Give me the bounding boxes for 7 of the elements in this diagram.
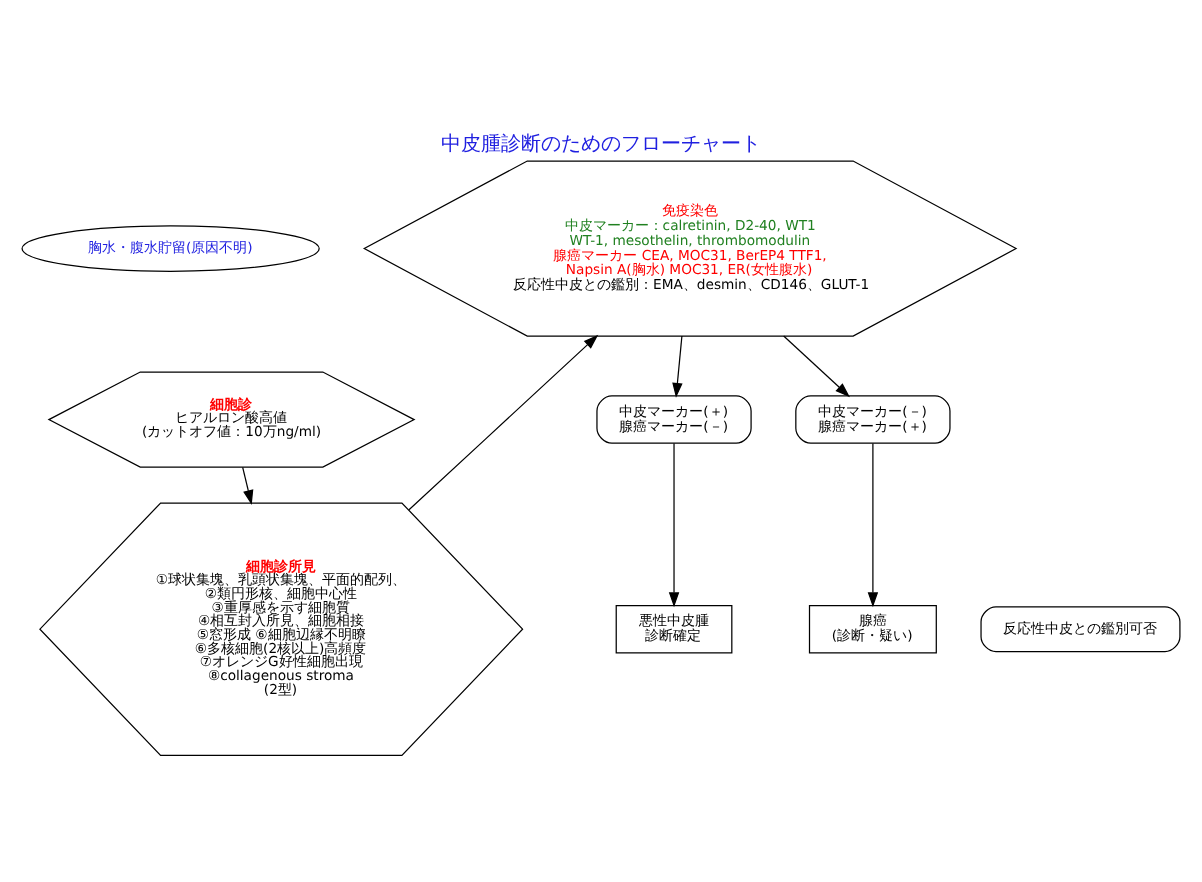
arrow — [867, 441, 879, 607]
arrow — [408, 333, 599, 510]
arrow — [668, 441, 680, 607]
arrow — [783, 334, 850, 397]
arrow — [242, 465, 254, 504]
arrow — [672, 334, 683, 397]
diagram-title: 中皮腫診断のためのフローチャート — [441, 132, 761, 155]
